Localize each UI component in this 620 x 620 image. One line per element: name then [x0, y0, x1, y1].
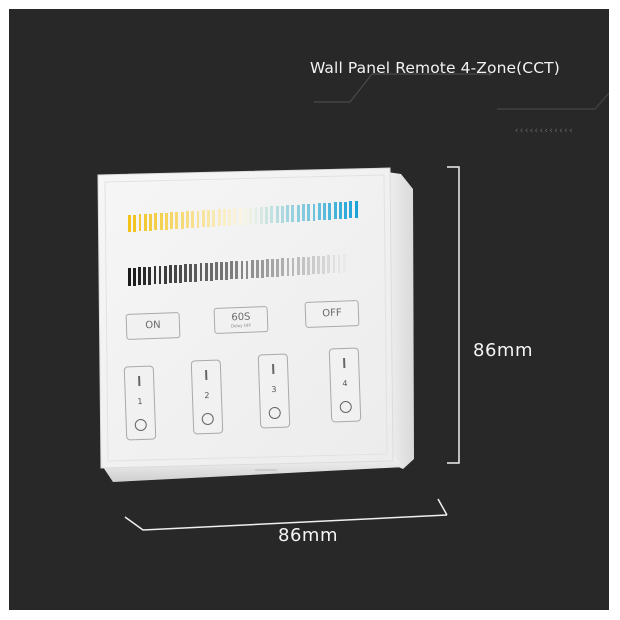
- dimension-lines: [124, 166, 460, 531]
- bar-segment: [255, 259, 259, 278]
- decorative-lines: [314, 72, 609, 110]
- width-dimension-label: 86mm: [278, 525, 338, 546]
- bar-segment: [271, 258, 274, 277]
- bar-segment: [209, 262, 213, 281]
- bar-segment: [138, 267, 142, 286]
- bar-segment: [230, 261, 234, 280]
- bar-segment: [228, 208, 232, 226]
- bar-segment: [286, 257, 290, 276]
- bar-segment: [212, 209, 216, 227]
- bar-segment: [189, 264, 193, 283]
- bar-segment: [349, 201, 353, 219]
- bar-segment: [296, 257, 300, 276]
- bar-segment: [128, 268, 131, 286]
- bar-segment: [286, 205, 290, 223]
- bar-segment: [332, 254, 336, 273]
- bar-segment: [159, 213, 163, 231]
- bar-segment: [270, 206, 274, 224]
- bar-segment: [174, 265, 177, 284]
- product-stage: ‹‹‹‹‹‹‹‹‹‹‹‹ Wall Panel Remote 4-Zone(CC…: [9, 9, 609, 610]
- product-title: Wall Panel Remote 4-Zone(CCT): [310, 59, 560, 77]
- bar-segment: [302, 204, 305, 222]
- bar-segment: [214, 262, 218, 281]
- bar-segment: [235, 261, 239, 280]
- bar-segment: [225, 261, 228, 280]
- bar-segment: [260, 259, 264, 278]
- bar-segment: [153, 266, 157, 285]
- bar-segment: [306, 256, 310, 275]
- bar-segment: [259, 206, 263, 224]
- bar-segment: [199, 263, 203, 282]
- bar-segment: [154, 213, 158, 231]
- bar-segment: [204, 263, 208, 282]
- bar-segment: [233, 208, 237, 226]
- bar-segment: [354, 201, 358, 218]
- bar-segment: [175, 212, 179, 230]
- bar-segment: [254, 207, 258, 225]
- bar-segment: [179, 264, 182, 283]
- bar-segment: [133, 267, 136, 286]
- bar-segment: [240, 260, 244, 279]
- bar-segment: [347, 254, 351, 272]
- bar-segment: [194, 263, 198, 282]
- bar-segment: [143, 267, 147, 286]
- bar-segment: [301, 256, 305, 275]
- bar-segment: [201, 210, 205, 228]
- bar-segment: [281, 258, 285, 277]
- bar-segment: [280, 205, 284, 223]
- bar-segment: [163, 265, 167, 284]
- bar-segment: [196, 210, 200, 228]
- bar-segment: [323, 202, 326, 220]
- bar-segment: [222, 209, 226, 227]
- bar-segment: [317, 255, 321, 274]
- cct-color-bar[interactable]: [128, 201, 360, 238]
- bar-segment: [266, 259, 269, 278]
- bar-segment: [220, 262, 223, 281]
- bar-segment: [317, 203, 321, 221]
- bar-segment: [344, 201, 348, 219]
- height-dimension-label: 86mm: [473, 340, 533, 361]
- bar-segment: [328, 202, 332, 220]
- bar-segment: [180, 211, 184, 229]
- bar-segment: [250, 260, 254, 279]
- chevron-decoration: ‹‹‹‹‹‹‹‹‹‹‹‹: [514, 126, 574, 136]
- bar-segment: [238, 208, 242, 226]
- bar-segment: [291, 257, 295, 276]
- bar-segment: [164, 212, 168, 230]
- bar-segment: [158, 266, 162, 285]
- bar-segment: [143, 214, 147, 232]
- bar-segment: [333, 202, 337, 220]
- bar-segment: [322, 255, 326, 274]
- bar-segment: [245, 260, 249, 279]
- bar-segment: [276, 258, 280, 277]
- bar-segment: [265, 206, 268, 224]
- bar-segment: [133, 214, 137, 232]
- bar-segment: [191, 211, 195, 229]
- bar-segment: [342, 254, 346, 273]
- bar-segment: [217, 209, 221, 227]
- bar-segment: [186, 211, 189, 229]
- bar-segment: [207, 210, 210, 228]
- bar-segment: [149, 213, 152, 231]
- bar-segment: [249, 207, 253, 225]
- bar-segment: [291, 204, 295, 222]
- bar-segment: [170, 212, 174, 230]
- bar-segment: [312, 203, 316, 221]
- bar-segment: [307, 203, 311, 221]
- bar-segment: [338, 201, 342, 219]
- bar-segment: [168, 265, 172, 284]
- bar-segment: [244, 207, 247, 225]
- brightness-bar[interactable]: [128, 250, 353, 290]
- bar-segment: [148, 266, 152, 285]
- bar-segment: [138, 214, 142, 232]
- bar-segment: [312, 256, 315, 275]
- bar-segment: [327, 255, 331, 274]
- bar-segment: [275, 205, 279, 223]
- bar-segment: [337, 254, 341, 273]
- bar-segment: [296, 204, 300, 222]
- bar-segment: [184, 264, 188, 283]
- bar-segment: [128, 215, 131, 232]
